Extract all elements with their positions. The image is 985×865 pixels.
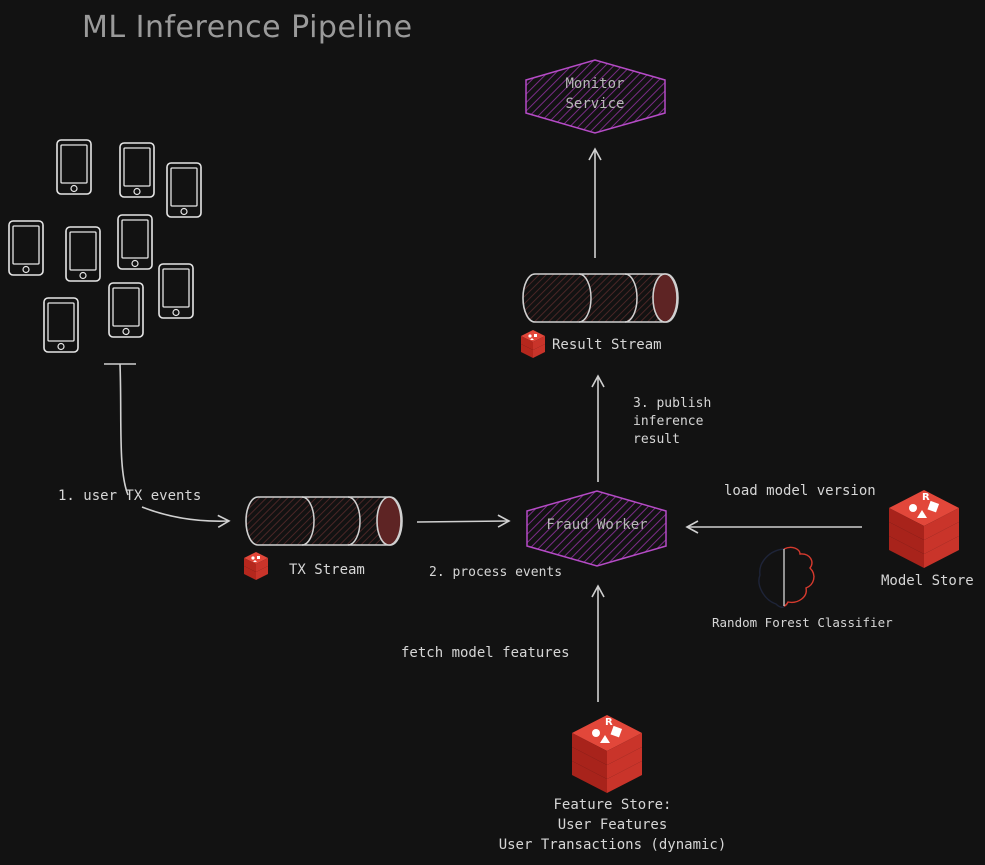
publish-line1: 3. publish [633,396,712,411]
phone-icon [43,297,79,353]
phone-icon [119,142,155,198]
phone-icon [56,139,92,195]
fraud-worker-label: Fraud Worker [546,517,648,533]
redis-logo-icon [521,330,545,358]
edge-label-process: 2. process events [429,565,563,580]
feature-store-label: Feature Store: User Features User Transa… [490,795,735,855]
diagram-title: ML Inference Pipeline [82,10,413,45]
tx-stream-label: TX Stream [289,562,365,578]
edge-process [416,514,511,528]
phone-icon [65,226,101,282]
edge-label-load-model: load model version [724,483,876,499]
redis-logo-icon [244,552,268,580]
model-store-label: Model Store [881,573,974,589]
phone-icon [158,263,194,319]
feature-store-line2: User Features [557,817,668,833]
classifier-label: Random Forest Classifier [712,615,893,630]
edge-label-publish: 3. publish inference result [633,395,711,449]
edge-label-fetch-features: fetch model features [401,645,570,661]
result-stream-node [522,273,679,323]
redis-logo-icon [572,715,642,793]
result-stream-label: Result Stream [552,337,662,353]
monitor-label-line1: Monitor [565,76,625,92]
publish-line3: result [633,432,680,447]
redis-logo-icon [889,490,959,568]
feature-store-line3: User Transactions (dynamic) [498,837,727,853]
feature-store-line1: Feature Store: [553,797,672,813]
edge-user-tx [104,363,231,529]
fraud-worker-node [526,490,667,567]
monitor-service-node [525,59,666,134]
monitor-label-line2: Service [565,96,625,112]
brain-icon [758,546,815,608]
edge-label-user-tx: 1. user TX events [58,488,202,504]
phone-icon [108,282,144,338]
phone-icon [117,214,153,270]
phone-icon [8,220,44,276]
publish-line2: inference [633,414,704,429]
tx-stream-node [245,496,403,546]
phone-icon [166,162,202,218]
monitor-service-label: Monitor Service [545,74,645,114]
